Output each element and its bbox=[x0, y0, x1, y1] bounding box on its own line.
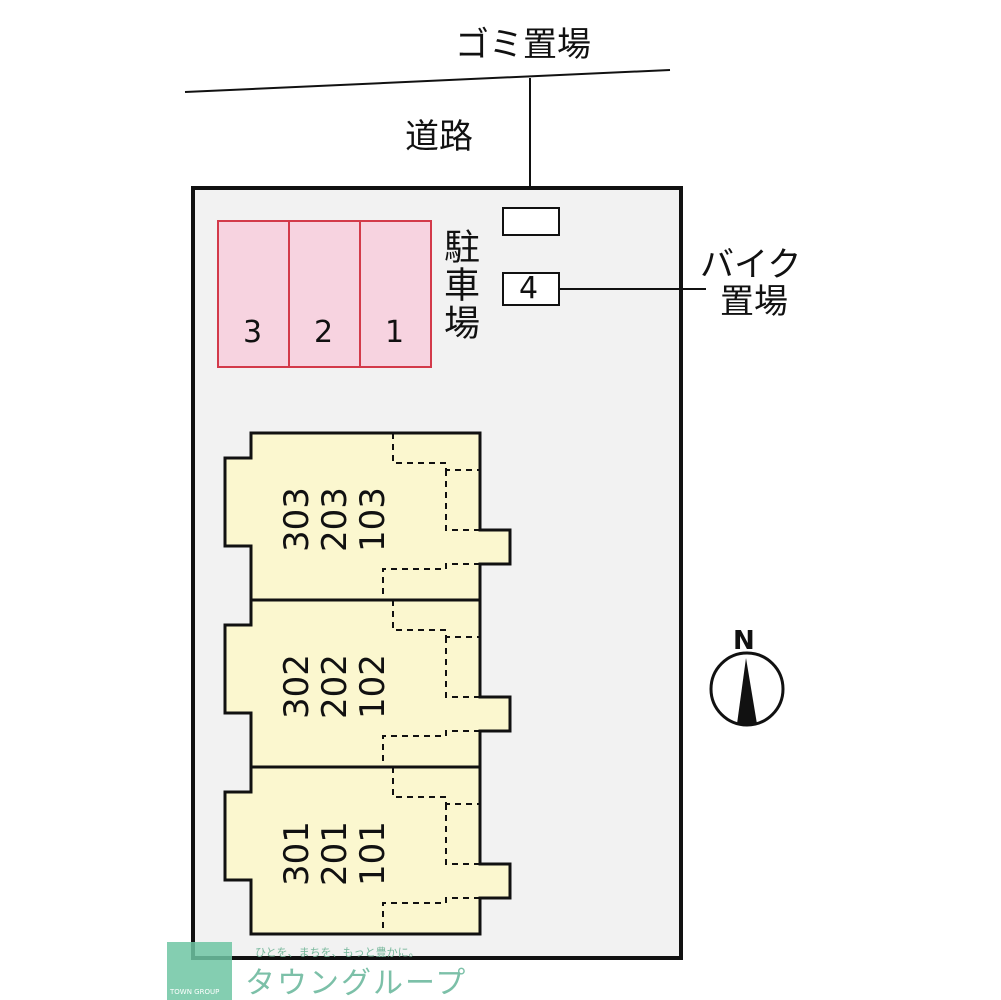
balcony-dashed-line bbox=[392, 600, 480, 698]
bike-label-line1: バイク bbox=[700, 245, 802, 285]
parking-label: 駐車場 bbox=[438, 228, 479, 342]
parking-space bbox=[359, 220, 432, 368]
balcony-dashed-line bbox=[382, 897, 480, 934]
bike-number: 4 bbox=[519, 271, 539, 306]
garbage-area bbox=[502, 207, 560, 236]
parking-space-number: 1 bbox=[385, 315, 405, 350]
logo-tagline: ひとを、まちを、もっと豊かに。 bbox=[255, 946, 420, 959]
unit-number: 302 bbox=[277, 654, 317, 719]
bike-area bbox=[502, 272, 560, 306]
road-line bbox=[184, 69, 671, 93]
logo-sub: TOWN GROUP bbox=[170, 988, 220, 996]
north-label: N bbox=[733, 626, 755, 656]
balcony-dashed-line bbox=[392, 433, 480, 531]
unit-number: 203 bbox=[315, 487, 355, 552]
balcony-dashed-line bbox=[382, 563, 480, 600]
parking-area bbox=[217, 220, 432, 368]
parking-space bbox=[217, 220, 290, 368]
north-arrow-icon bbox=[709, 651, 785, 727]
buildings bbox=[223, 431, 512, 936]
parking-space-number: 2 bbox=[314, 315, 334, 350]
unit-number: 202 bbox=[315, 654, 355, 719]
unit-number: 101 bbox=[353, 821, 393, 886]
unit-number: 201 bbox=[315, 821, 355, 886]
parking-space-number: 3 bbox=[243, 315, 263, 350]
unit-number: 103 bbox=[353, 487, 393, 552]
unit-number: 301 bbox=[277, 821, 317, 886]
logo-icon bbox=[167, 942, 232, 1000]
logo-name: タウングループ bbox=[245, 966, 468, 1000]
road-label: 道路 bbox=[405, 117, 473, 157]
parking-space bbox=[288, 220, 361, 368]
unit-number: 303 bbox=[277, 487, 317, 552]
garbage-label: ゴミ置場 bbox=[455, 25, 591, 65]
balcony-dashed-line bbox=[382, 730, 480, 767]
unit-number: 102 bbox=[353, 654, 393, 719]
balcony-dashed-line bbox=[392, 767, 480, 865]
bike-label-line2: 置場 bbox=[720, 282, 788, 322]
